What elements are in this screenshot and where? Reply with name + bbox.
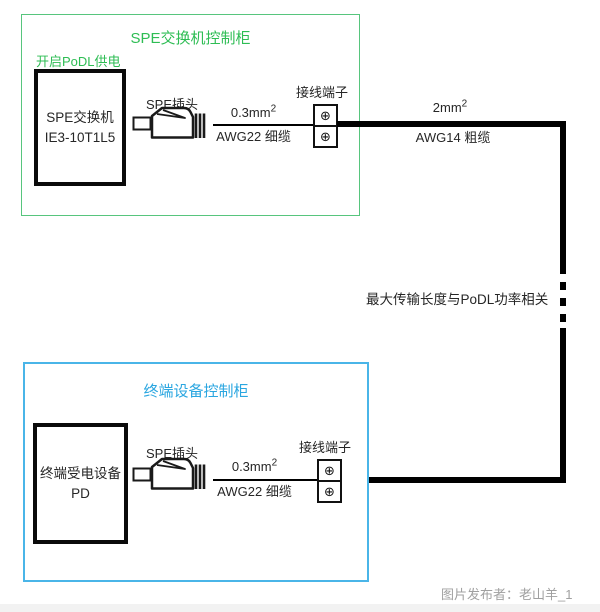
spe-plug-icon [132,106,206,139]
terminal-block: ⊕ ⊕ [313,104,338,148]
pd-device-box: 终端受电设备 PD [33,423,128,544]
terminal-cabinet-title: 终端设备控制柜 [143,383,249,400]
patch-cable-line [213,479,317,481]
trunk-cable-vertical-upper [560,121,566,266]
patch-cable-type-label: AWG22 细缆 [217,484,292,499]
screw-terminal-icon: ⊕ [324,483,335,499]
patch-cable-size-label: 0.3mm2 [230,103,277,120]
spe-cabinet-title: SPE交换机控制柜 [130,30,251,47]
patch-cable-size-label: 0.3mm2 [231,457,278,474]
device-name-line2: PD [71,485,90,501]
trunk-cable-top-run [337,121,566,127]
podl-power-label: 开启PoDL供电 [36,54,121,69]
spe-plug-icon [132,457,206,490]
trunk-cable-type-label: AWG14 粗缆 [415,130,491,145]
terminal-device-cabinet: 终端设备控制柜 终端受电设备 PD SPE插头 0.3mm2 AWG22 细缆 … [23,362,369,582]
trunk-cable-vertical-lower [560,328,566,483]
screw-terminal-icon: ⊕ [315,106,336,127]
patch-cable-line [213,124,314,126]
spe-switch-cabinet: SPE交换机控制柜 开启PoDL供电 SPE交换机 IE3-10T1L5 SPE… [21,14,360,216]
max-length-note: 最大传输长度与PoDL功率相关 [366,292,549,307]
device-name-line1: 终端受电设备 [40,465,121,481]
spe-plug-label: SPE插头 [146,446,199,461]
screw-terminal-icon: ⊕ [320,128,331,144]
patch-cable-type-label: AWG22 细缆 [216,129,291,144]
terminal-block-label: 接线端子 [299,440,352,455]
trunk-cable-size-label: 2mm2 [432,98,468,115]
device-name-line1: SPE交换机 [46,109,114,125]
device-name-line2: IE3-10T1L5 [44,129,116,145]
trunk-cable-bottom-run [339,477,566,483]
trunk-cable-length-break [560,266,566,328]
screw-terminal-icon: ⊕ [319,461,340,482]
page-bottom-strip [0,604,600,612]
image-credit-watermark: 图片发布者：老山羊_1 [441,587,573,602]
spe-switch-device-box: SPE交换机 IE3-10T1L5 [34,69,126,186]
terminal-block: ⊕ ⊕ [317,459,342,503]
terminal-block-label: 接线端子 [296,85,349,100]
